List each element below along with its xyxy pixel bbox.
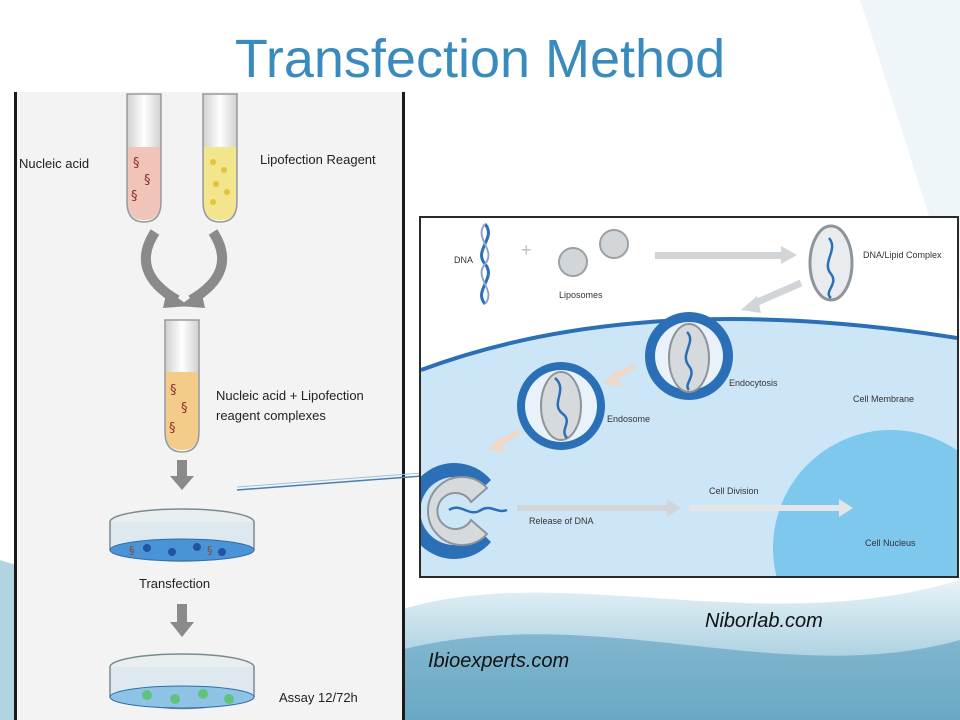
label-cell-division: Cell Division	[709, 486, 759, 496]
svg-text:§: §	[144, 173, 151, 188]
lipofection-reagent-tube	[202, 93, 238, 223]
label-assay: Assay 12/72h	[279, 690, 358, 705]
label-dna-lipid-complex: DNA/Lipid Complex	[863, 250, 942, 260]
cellular-uptake-diagram: DNA + Liposomes DNA/Lipid Complex Endocy…	[419, 216, 959, 578]
credit-niborlab: Niborlab.com	[705, 610, 823, 632]
merge-arrows	[141, 229, 227, 308]
svg-text:§: §	[133, 156, 140, 171]
nucleic-acid-tube: § § §	[126, 93, 162, 223]
liposome-icon	[558, 247, 588, 277]
svg-text:§: §	[131, 189, 138, 204]
label-complexes-line1: Nucleic acid + Lipofection	[216, 388, 364, 403]
label-endocytosis: Endocytosis	[729, 378, 778, 388]
endosome-icon	[517, 362, 605, 450]
dna-lipid-complex-icon	[808, 224, 854, 302]
label-complexes-line2: reagent complexes	[216, 408, 326, 423]
liposome-icon	[599, 229, 629, 259]
arrow-to-release	[487, 429, 521, 452]
label-cell-nucleus: Cell Nucleus	[865, 538, 916, 548]
arrow-to-endocytosis	[741, 279, 803, 313]
dna-helix-icon	[480, 223, 490, 305]
credit-ibioexperts: Ibioexperts.com	[428, 650, 570, 672]
arrow-release-of-dna	[517, 499, 681, 517]
svg-text:§: §	[169, 421, 176, 436]
released-vesicle-icon	[421, 463, 508, 559]
label-nucleic-acid: Nucleic acid	[19, 156, 90, 171]
down-arrow-icon	[170, 460, 194, 490]
label-dna: DNA	[454, 255, 474, 265]
label-cell-membrane: Cell Membrane	[853, 394, 915, 404]
petri-dish-assay	[109, 653, 255, 710]
label-transfection: Transfection	[139, 576, 211, 591]
label-liposomes: Liposomes	[559, 290, 603, 300]
slide-title: Transfection Method	[234, 29, 726, 89]
plus-icon: +	[521, 240, 532, 260]
arrow-to-endosome	[603, 363, 637, 386]
complexes-tube: § § §	[164, 319, 200, 453]
svg-text:§: §	[170, 383, 177, 398]
cell-nucleus	[773, 430, 957, 576]
down-arrow-icon	[170, 604, 194, 637]
petri-dish-transfection: § §	[109, 508, 255, 562]
label-lipofection-reagent: Lipofection Reagent	[260, 152, 376, 167]
svg-text:§: §	[207, 544, 213, 557]
label-release-of-dna: Release of DNA	[529, 516, 594, 526]
lipofection-protocol-diagram: § § § § § §	[14, 92, 405, 720]
label-endosome: Endosome	[607, 414, 651, 424]
svg-text:§: §	[129, 544, 135, 557]
arrow-cell-division	[689, 499, 853, 517]
svg-text:§: §	[181, 401, 188, 416]
arrow-to-complex	[655, 246, 797, 264]
endocytosis-vesicle-icon	[645, 312, 733, 400]
